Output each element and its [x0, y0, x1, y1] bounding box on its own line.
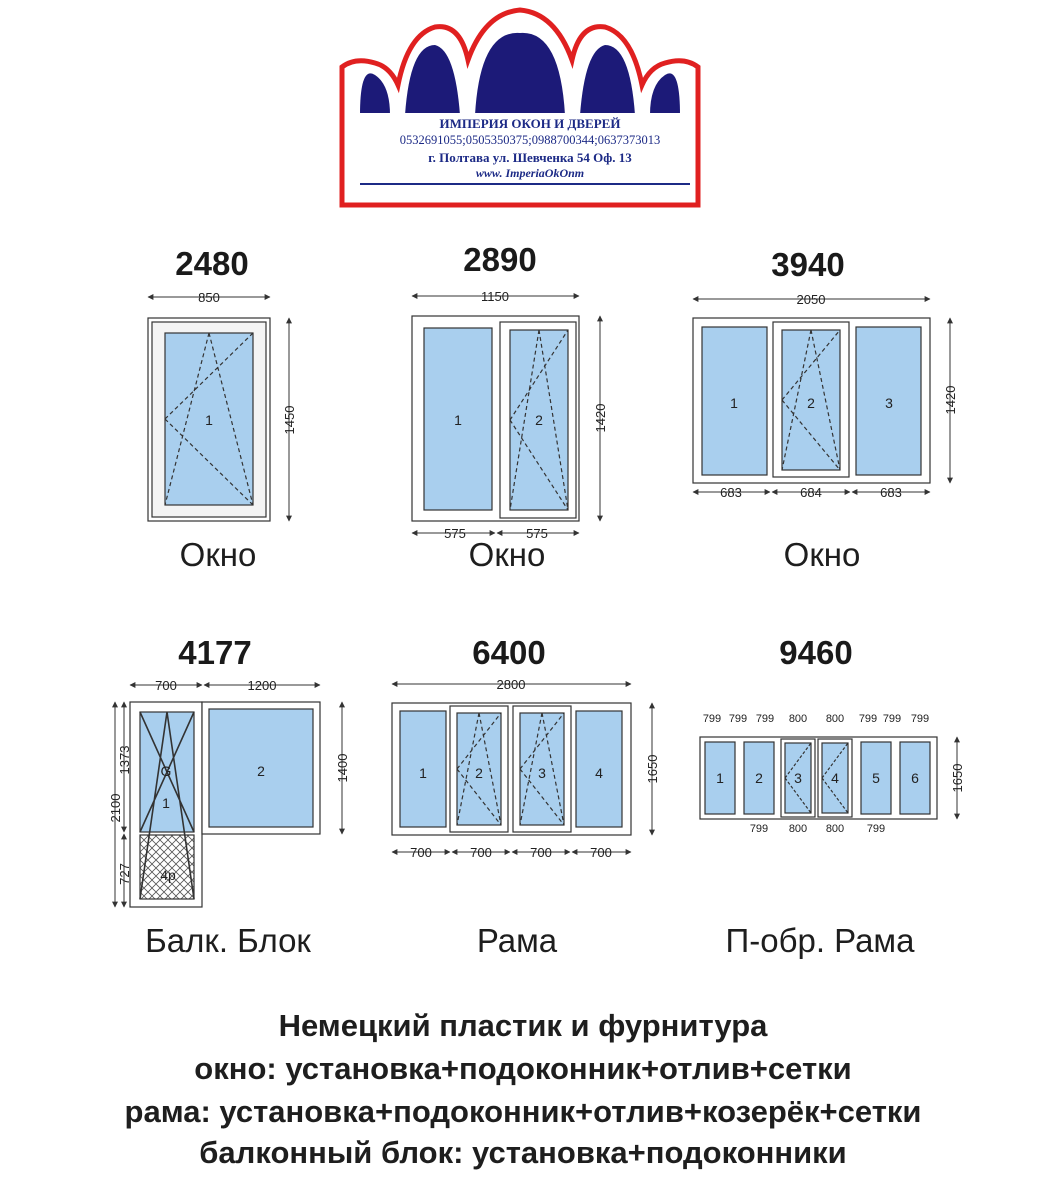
sash-label: 2: [755, 770, 763, 786]
dim-label: 700: [155, 678, 177, 693]
frame-drawing: [391, 702, 632, 836]
dim-label: 800: [789, 823, 807, 835]
sash-label: 1: [205, 412, 213, 428]
window-3-drawing: [692, 317, 931, 484]
sash-label: 1: [162, 795, 170, 811]
dim-label: 799: [911, 713, 929, 725]
dim-label: 575: [444, 526, 466, 541]
sash-label: 5: [872, 770, 880, 786]
sash-label: 1: [454, 412, 462, 428]
footer-line-1: Немецкий пластик и фурнитура: [278, 1008, 768, 1043]
caption-frame: Рама: [476, 922, 558, 959]
company-website[interactable]: www. ImperiaOkOnm: [475, 166, 585, 180]
dim-label: 1650: [950, 764, 965, 793]
footer-line-3: рама: установка+подоконник+отлив+козерёк…: [124, 1094, 922, 1129]
dim-label: 700: [470, 845, 492, 860]
caption-window-3: Окно: [783, 536, 861, 573]
price-frame: 6400: [472, 634, 546, 671]
dim-label: 799: [867, 823, 885, 835]
dim-label: 800: [789, 713, 807, 725]
dim-label: 700: [590, 845, 612, 860]
sash-label: 1: [419, 765, 427, 781]
dim-label: 1150: [481, 289, 509, 304]
window-2-drawing: [411, 315, 580, 522]
dim-label: 799: [703, 713, 721, 725]
dim-label: 799: [750, 823, 768, 835]
dim-label: 1400: [335, 754, 350, 783]
price-window-1: 2480: [175, 245, 249, 282]
dim-label: 683: [720, 485, 742, 500]
balcony-block-drawing: [129, 701, 321, 908]
caption-u-frame: П-обр. Рама: [725, 922, 915, 959]
price-balcony-block: 4177: [178, 634, 252, 671]
dim-label: 799: [756, 713, 774, 725]
sash-label: 1: [716, 770, 724, 786]
dim-label: 799: [883, 713, 901, 725]
company-name: ИМПЕРИЯ ОКОН И ДВЕРЕЙ: [439, 116, 621, 131]
dim-label: 1650: [645, 755, 660, 784]
dim-label: 684: [800, 485, 822, 500]
sash-label: 2: [475, 765, 483, 781]
u-frame-drawing: [699, 736, 938, 820]
dim-label: 700: [530, 845, 552, 860]
company-address: г. Полтава ул. Шевченка 54 Оф. 13: [428, 150, 632, 165]
dim-label: 1420: [943, 386, 958, 415]
dim-label: 1200: [248, 678, 277, 693]
footer-line-4: балконный блок: установка+подоконники: [199, 1135, 847, 1170]
panel-label: 4p: [160, 867, 176, 883]
dim-label: 799: [729, 713, 747, 725]
crown-logo-icon: [339, 7, 701, 208]
price-window-3: 3940: [771, 246, 845, 283]
sash-label: G: [161, 763, 172, 779]
dim-label: 2100: [108, 794, 123, 823]
dim-label: 850: [198, 290, 220, 305]
window-1-drawing: [147, 317, 271, 522]
sash-label: 3: [538, 765, 546, 781]
dim-label: 683: [880, 485, 902, 500]
caption-window-2: Окно: [468, 536, 546, 573]
dim-label: 1373: [117, 746, 132, 775]
caption-balcony-block: Балк. Блок: [145, 922, 311, 959]
dim-label: 575: [526, 526, 548, 541]
sash-label: 4: [831, 770, 839, 786]
dim-label: 700: [410, 845, 432, 860]
caption-window-1: Окно: [179, 536, 257, 573]
dim-label: 799: [859, 713, 877, 725]
sash-label: 2: [807, 395, 815, 411]
dim-label: 2050: [797, 292, 826, 307]
sash-label: 1: [730, 395, 738, 411]
price-u-frame: 9460: [779, 634, 853, 671]
footer-line-2: окно: установка+подоконник+отлив+сетки: [194, 1051, 852, 1086]
sash-label: 3: [794, 770, 802, 786]
price-window-2: 2890: [463, 241, 537, 278]
dim-label: 800: [826, 713, 844, 725]
dim-label: 800: [826, 823, 844, 835]
dim-label: 1450: [282, 406, 297, 435]
dim-label: 727: [117, 863, 132, 885]
sash-label: 3: [885, 395, 893, 411]
sash-label: 2: [257, 763, 265, 779]
dim-label: 1420: [593, 404, 608, 433]
sash-label: 6: [911, 770, 919, 786]
dim-label: 2800: [497, 677, 526, 692]
sash-label: 4: [595, 765, 603, 781]
sash-label: 2: [535, 412, 543, 428]
company-phones: 0532691055;0505350375;0988700344;0637373…: [399, 133, 661, 147]
